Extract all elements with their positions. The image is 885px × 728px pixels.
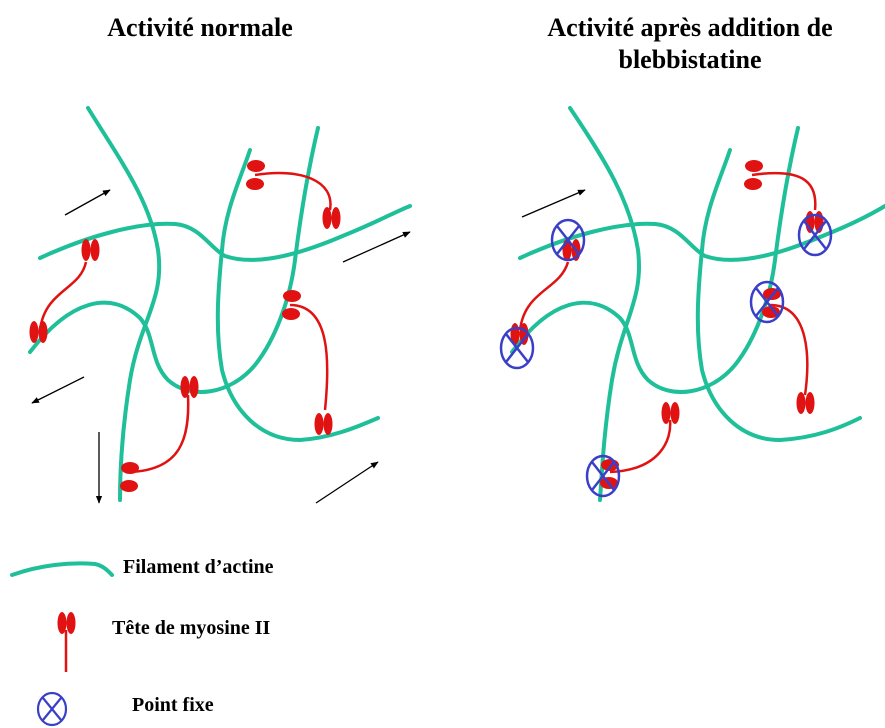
myosin-head [81,239,100,261]
myosin-head [282,290,301,320]
myosin-head [120,462,139,492]
right-panel [499,106,885,502]
myosin-tail [751,171,817,211]
fixed-point-icon [499,326,535,370]
left-motion-arrows [31,189,411,504]
myosin-head [322,207,341,229]
actin-filament [215,148,380,443]
fixed-point-icon [749,280,785,324]
myosin-head [314,413,333,435]
myosin-tail [38,261,88,331]
fixed-point-icon [585,454,621,498]
myosin-tail [289,303,329,411]
myosin-tail [609,419,672,474]
legend-myosin-label: Tête de myosine II [112,617,271,639]
myosin-head [246,160,265,190]
actin-filament [518,204,885,262]
motion-arrow [315,461,379,504]
actin-filament [695,148,862,443]
myosin-head [744,160,763,190]
myosin-tail [129,394,190,474]
motion-arrow [31,376,85,404]
myosin-head [796,392,815,414]
legend [10,561,114,727]
actin-filament [510,126,800,394]
myosin-tail [518,261,570,331]
fixed-point-icon [550,218,586,262]
myosin-head [180,376,199,398]
title-blebbistatin-activity: Activité après addition de blebbistatine [547,13,833,74]
motion-arrow [64,189,111,216]
fixed-point-legend-icon [36,691,68,727]
myosin-head [29,321,48,343]
right-fixed-points [499,213,833,498]
left-actin-filaments [28,106,412,502]
actin-filament [86,106,162,502]
fixed-point-icon [797,213,833,257]
actin-filament [28,126,320,394]
myosin-legend-icon [57,612,76,672]
title-normal-activity: Activité normale [107,13,293,42]
motion-arrow [521,189,586,218]
myosin-head [661,402,680,424]
actin-filament [568,106,641,502]
left-myosin-tails [38,171,332,474]
actin-filament [38,204,412,262]
right-actin-filaments [510,106,885,502]
legend-fixed-point-label: Point fixe [132,694,214,716]
motion-arrow [342,231,411,263]
actin-legend-icon [10,561,114,577]
left-panel [28,106,412,504]
right-motion-arrows [521,189,586,218]
legend-actin-label: Filament d’actine [123,556,274,578]
left-myosin-heads [29,160,341,492]
myosin-tail [254,171,332,211]
